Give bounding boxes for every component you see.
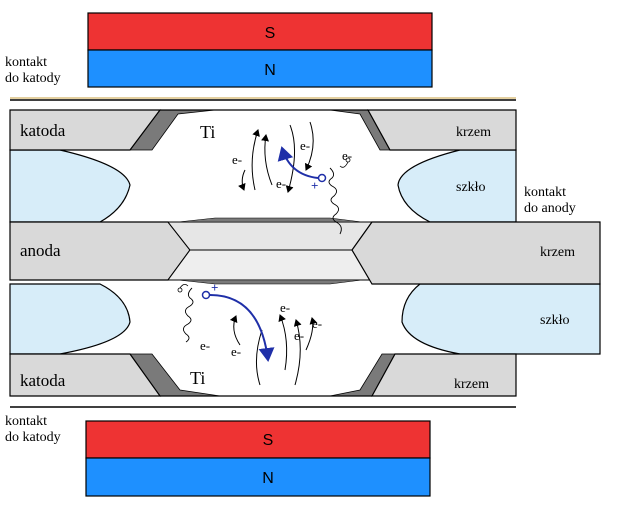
contact-cathode-top-line1: kontakt [5, 55, 47, 70]
magnet-top-n-label: N [264, 62, 276, 79]
magnet-bottom-n-label: N [262, 470, 274, 487]
electron-path-4 [304, 121, 314, 171]
ion-bottom-sign: + [211, 280, 218, 295]
label-silicon-bottom: krzem [454, 377, 489, 392]
anode-channel [166, 221, 373, 251]
label-glass-bottom: szkło [540, 313, 570, 328]
contact-cathode-bottom-line1: kontakt [5, 414, 47, 429]
contact-anode-label: kontakt do anody [524, 185, 576, 217]
magnet-bottom-n-pole [85, 457, 431, 497]
magnet-bottom-s-pole [85, 420, 431, 459]
label-anode: anoda [20, 241, 61, 260]
label-cathode-top: katoda [20, 121, 66, 140]
glass-right-bottom [401, 283, 601, 355]
electron-path-8 [278, 314, 288, 371]
contact-cathode-top-line2: do katody [5, 71, 61, 86]
electron-path-9 [293, 319, 302, 386]
electron-label-4: e- [342, 148, 352, 163]
anode-channel-lower [167, 249, 373, 281]
electron-spiral-top [328, 167, 342, 235]
magnet-top-s-label: S [265, 25, 276, 42]
electron-label-7: e- [294, 328, 304, 343]
ion-path-top [277, 146, 319, 179]
label-silicon-middle: krzem [540, 245, 575, 260]
ion-bottom [201, 290, 211, 300]
electron-label-1: e- [232, 152, 242, 167]
contact-cathode-bottom-label: kontakt do katody [5, 414, 61, 446]
contact-anode-line1: kontakt [524, 185, 566, 200]
label-titanium-top: Ti [200, 122, 215, 142]
electron-spiral-bottom [183, 287, 194, 343]
electron-path-2 [261, 134, 273, 186]
electron-label-2: e- [276, 176, 286, 191]
silicon-top [366, 109, 517, 151]
electron-label-5: e- [231, 344, 241, 359]
silicon-middle [351, 221, 601, 285]
label-silicon-top: krzem [456, 125, 491, 140]
glass-left-top [9, 149, 131, 223]
magnet-top-s-pole [87, 12, 433, 51]
electron-path-7 [256, 329, 263, 386]
contact-cathode-top-label: kontakt do katody [5, 55, 61, 87]
electron-path-1 [251, 129, 260, 191]
electron-path-5 [238, 169, 246, 191]
titanium-channel-bottom [177, 279, 363, 285]
ion-top [317, 173, 327, 183]
electron-path-6 [229, 315, 241, 346]
magnet-top-n-pole [87, 49, 433, 88]
label-cathode-bottom: katoda [20, 371, 66, 390]
glass-left-bottom [9, 283, 131, 355]
label-glass-top: szkło [456, 180, 486, 195]
cathode-top [9, 109, 162, 151]
electron-label-6: e- [280, 300, 290, 315]
contact-anode-line2: do anody [524, 201, 576, 216]
ion-top-sign: + [311, 178, 318, 193]
electron-label-8: e- [312, 316, 322, 331]
silicon-bottom [370, 353, 517, 397]
titanium-channel-top [177, 217, 363, 223]
glass-right-top [397, 149, 517, 223]
electron-path-10 [305, 317, 318, 351]
contact-cathode-bottom-line2: do katody [5, 430, 61, 445]
label-titanium-bottom: Ti [190, 368, 205, 388]
magnet-bottom-s-label: S [263, 432, 274, 449]
electron-label-9: e- [200, 338, 210, 353]
electron-path-3 [285, 124, 296, 193]
electron-label-3: e- [300, 138, 310, 153]
ion-path-bottom [209, 294, 275, 362]
